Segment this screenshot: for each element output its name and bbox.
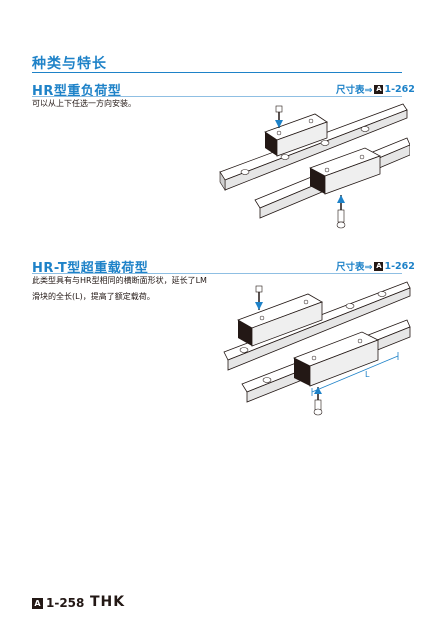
book-a-icon: A [32,597,43,609]
hr-type-illustration [219,103,410,229]
product-rule-hr [32,96,402,97]
product-rule-hr-t [32,273,402,274]
section-title: 种类与特长 [32,56,107,72]
ref-page: 1-262 [384,83,415,95]
description-line: 此类型具有与HR型相同的横断面形状，延长了LM [32,276,207,285]
ref-label: 尺寸表⇒ [336,85,373,96]
book-a-icon: A [374,84,384,94]
page-label: 1-258 [46,596,85,610]
section-rule [32,72,402,73]
product-title-hr-t: HR-T型超重载荷型 [32,261,149,276]
book-a-icon: A [374,261,384,271]
description-line: 滑块的全长(L)，提高了额定载荷。 [32,292,155,301]
hr-t-type-illustration [223,281,411,416]
product-title-hr: HR型重负荷型 [32,84,122,99]
ref-label: 尺寸表⇒ [336,262,373,273]
product-description-hr: 可以从上下任选一方向安装。 [32,96,136,112]
description-line: 可以从上下任选一方向安装。 [32,99,136,108]
thk-logo: THK [90,594,126,610]
product-description-hr-t: 此类型具有与HR型相同的横断面形状，延长了LM 滑块的全长(L)，提高了额定载荷… [32,273,207,305]
dimension-l-label: L [365,370,370,379]
ref-page: 1-262 [384,260,415,272]
